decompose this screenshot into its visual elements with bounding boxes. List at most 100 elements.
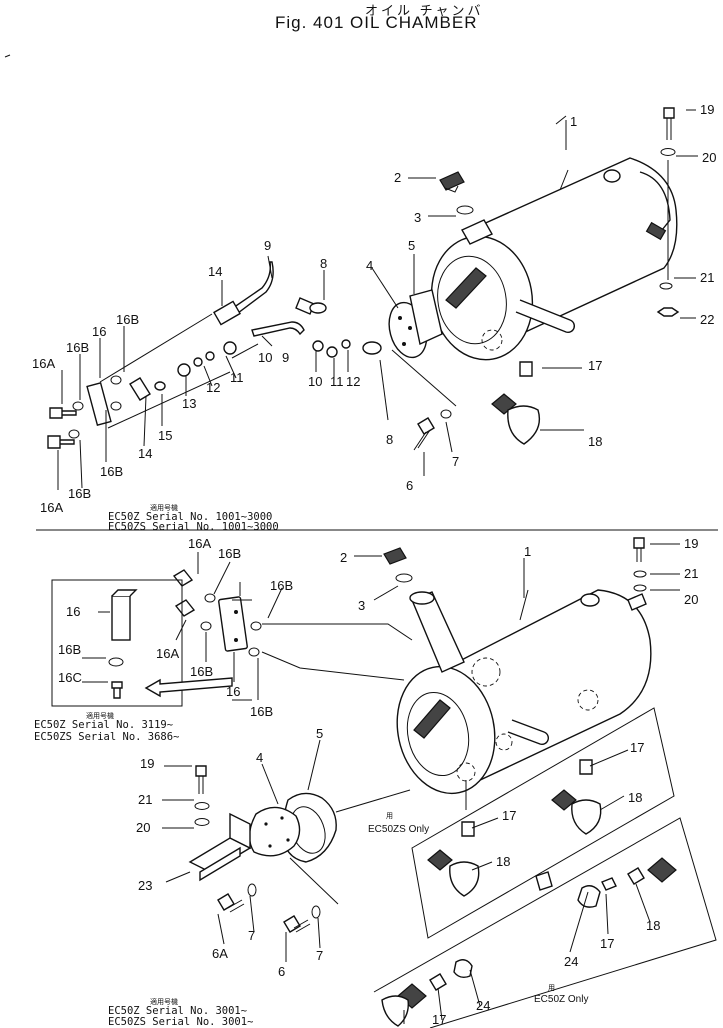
callout-label: 11: [330, 374, 344, 389]
callout-label: 23: [138, 878, 152, 893]
callout-label: 5: [408, 238, 415, 253]
callout-label: 16B: [190, 664, 213, 679]
ec50z-only-label: EC50Z Only: [534, 994, 588, 1005]
callout-label: 24: [476, 998, 490, 1013]
serial-line: EC50Z Serial No. 3001~: [108, 1005, 247, 1017]
callout-label: 11: [230, 370, 244, 385]
callout-label: 21: [138, 792, 152, 807]
serial-block-inset: 適用号機 EC50Z Serial No. 3119~ EC50ZS Seria…: [34, 711, 179, 743]
callout-label: 16B: [68, 486, 91, 501]
serial-block-top: 適用号機 EC50Z Serial No. 1001~3000 EC50ZS S…: [108, 503, 279, 533]
serial-block-bottom: 適用号機 EC50Z Serial No. 3001~ EC50ZS Seria…: [108, 997, 253, 1028]
ec50zs-only-heading: 用: [386, 812, 393, 820]
callout-label: 15: [158, 428, 172, 443]
callout-label: 10: [308, 374, 322, 389]
callout-label: 21: [684, 566, 698, 581]
serial-heading: 適用号機: [150, 997, 178, 1006]
serial-line: EC50Z Serial No. 1001~3000: [108, 511, 272, 523]
callout-label: 4: [366, 258, 373, 273]
ec50z-only-box: [373, 817, 717, 1028]
only-labels: 用 EC50ZS Only 用 EC50Z Only: [368, 812, 588, 1005]
callout-label: 14: [138, 446, 152, 461]
callout-label: 1: [570, 114, 577, 129]
callout-label: 16B: [218, 546, 241, 561]
figure-number: Fig. 401: [275, 13, 345, 32]
callout-label: 4: [256, 750, 263, 765]
figure-title: OIL CHAMBER: [350, 13, 478, 32]
callout-label: 3: [358, 598, 365, 613]
callout-label: 17: [502, 808, 516, 823]
callout-label: 17: [588, 358, 602, 373]
serial-line: EC50ZS Serial No. 3001~: [108, 1016, 253, 1028]
callout-label: 17: [432, 1012, 446, 1027]
callout-label: 16A: [156, 646, 179, 661]
callout-label: 18: [628, 790, 642, 805]
callout-label: 12: [206, 380, 220, 395]
oil-chamber-tank-lower: [396, 589, 652, 810]
callout-label: 6: [406, 478, 413, 493]
callout-label: 12: [346, 374, 360, 389]
oil-chamber-tank-top: [430, 120, 678, 361]
serial-heading: 適用号機: [86, 711, 114, 720]
callout-label: 20: [136, 820, 150, 835]
callout-label: 2: [394, 170, 401, 185]
lower-assembly: [51, 537, 717, 1028]
callout-label: 9: [264, 238, 271, 253]
callout-label: 16B: [66, 340, 89, 355]
callout-label: 7: [316, 948, 323, 963]
callout-label: 16A: [188, 536, 211, 551]
ec50z-only-heading: 用: [548, 984, 555, 992]
callout-label: 1: [524, 544, 531, 559]
inset-arrow: [144, 677, 233, 698]
top-leaders: [57, 109, 698, 490]
callout-label: 16B: [100, 464, 123, 479]
serial-line: EC50Z Serial No. 3119~: [34, 719, 173, 731]
callout-label: 16: [66, 604, 80, 619]
callout-label: 14: [208, 264, 222, 279]
callout-label: 18: [496, 854, 510, 869]
callout-label: 3: [414, 210, 421, 225]
lower-leaders: [82, 543, 680, 1024]
title-katakana: オイル チャンバ: [365, 3, 484, 18]
callout-label: 16: [226, 684, 240, 699]
callout-label: 17: [600, 936, 614, 951]
serial-line: EC50ZS Serial No. 3686~: [34, 731, 179, 743]
callouts-bottom: 19 5 4 21 20 23 6A 7 6 7 17 18 17 18 24 …: [136, 726, 660, 1027]
callout-label: 7: [248, 928, 255, 943]
callout-label: 18: [588, 434, 602, 449]
callout-label: 20: [684, 592, 698, 607]
callout-label: 22: [700, 312, 714, 327]
ec50zs-only-box: [411, 707, 675, 939]
callouts-top: 19 20 1 2 3 21 22 9 8 4 5 14 16B 16 16A …: [32, 102, 716, 515]
serial-heading: 適用号機: [150, 503, 178, 512]
callout-label: 7: [452, 454, 459, 469]
callout-label: 16B: [116, 312, 139, 327]
ec50zs-only-label: EC50ZS Only: [368, 824, 429, 835]
callout-label: 5: [316, 726, 323, 741]
callout-label: 9: [282, 350, 289, 365]
callout-label: 16: [92, 324, 106, 339]
inset-box: [51, 579, 183, 707]
callout-label: 16A: [32, 356, 55, 371]
callouts-mid: 16A 16B 2 1 19 21 20 3 16B 16 16B 16C 16…: [58, 536, 698, 719]
callout-label: 6A: [212, 946, 228, 961]
callout-label: 8: [386, 432, 393, 447]
callout-label: 16A: [40, 500, 63, 515]
callout-label: 21: [700, 270, 714, 285]
top-assembly: [47, 107, 680, 451]
callout-label: 16B: [250, 704, 273, 719]
callout-label: 19: [684, 536, 698, 551]
callout-label: 19: [700, 102, 714, 117]
callout-label: 24: [564, 954, 578, 969]
callout-label: 17: [630, 740, 644, 755]
serial-line: EC50ZS Serial No. 1001~3000: [108, 521, 279, 533]
callout-label: 8: [320, 256, 327, 271]
callout-label: 16B: [270, 578, 293, 593]
callout-label: 18: [646, 918, 660, 933]
callout-label: 6: [278, 964, 285, 979]
callout-label: 20: [702, 150, 716, 165]
callout-label: 16B: [58, 642, 81, 657]
callout-label: 13: [182, 396, 196, 411]
